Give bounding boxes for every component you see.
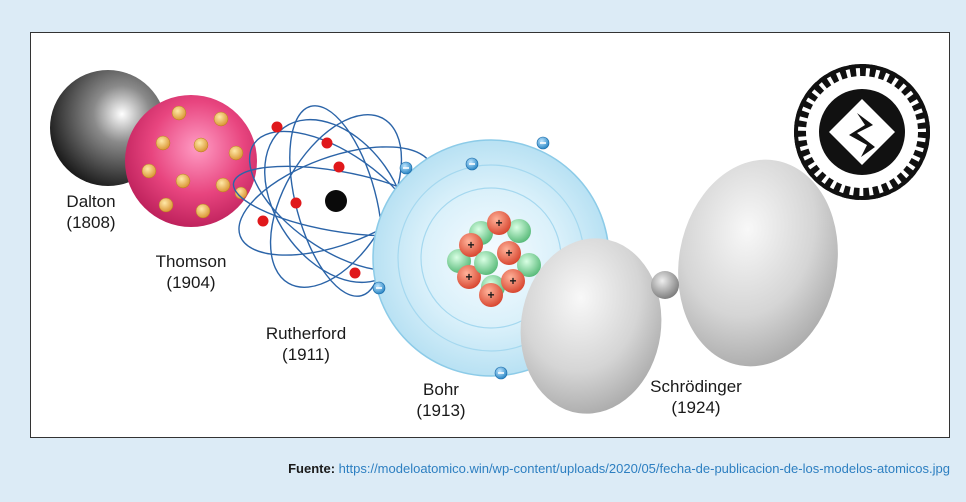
source-label: Fuente: <box>288 461 336 476</box>
bohr-label: Bohr (1913) <box>416 380 466 420</box>
source-link[interactable]: https://modeloatomico.win/wp-content/upl… <box>338 461 950 476</box>
svg-text:+: + <box>465 270 472 284</box>
schrodinger-label: Schrödinger (1924) <box>650 377 742 417</box>
svg-text:+: + <box>505 246 512 260</box>
thomson-atom-icon <box>125 95 257 227</box>
svg-text:+: + <box>509 274 516 288</box>
rutherford-label: Rutherford (1911) <box>265 324 347 364</box>
svg-text:+: + <box>487 288 494 302</box>
figure-box: + + + + + + Dalton (1808) Thomson (1904) <box>30 32 950 438</box>
thomson-label: Thomson (1904) <box>155 252 227 292</box>
dalton-label: Dalton (1808) <box>66 192 116 232</box>
source-caption: Fuente: https://modeloatomico.win/wp-con… <box>288 461 950 476</box>
logo-icon <box>794 64 930 200</box>
nucleus: + + + + + + <box>447 211 541 307</box>
atomic-models-diagram: + + + + + + <box>50 64 930 414</box>
svg-text:+: + <box>495 216 502 230</box>
schrodinger-orbital-icon <box>520 159 838 414</box>
svg-text:+: + <box>467 238 474 252</box>
